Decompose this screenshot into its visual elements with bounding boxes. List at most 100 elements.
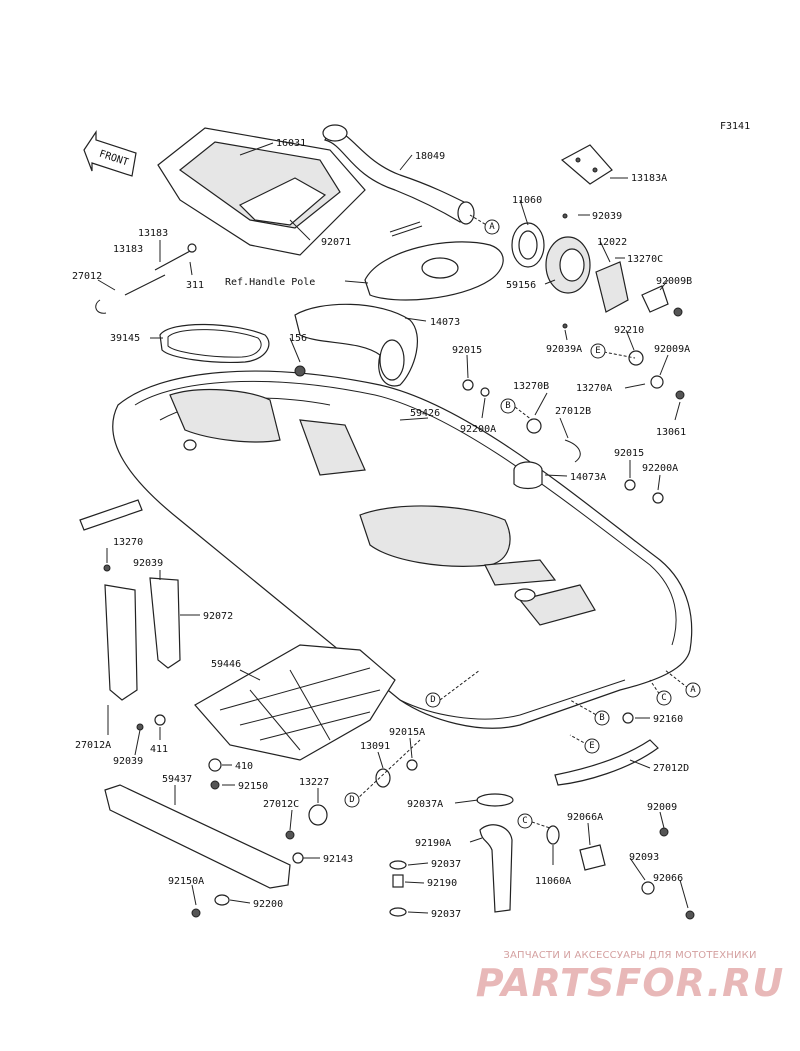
figure-code: F3141 xyxy=(720,121,751,132)
label-92071: 92071 xyxy=(321,237,351,248)
bracket-92066a xyxy=(579,844,606,871)
label-13270c: 13270C xyxy=(627,254,663,265)
part-labels: 16031 18049 13183A 11060 92039 12022 132… xyxy=(72,138,692,920)
callout-e-hull: E xyxy=(584,738,600,754)
label-13183-a: 13183 xyxy=(138,228,168,239)
hardware-parts xyxy=(103,213,685,918)
cap-14073a xyxy=(513,461,543,490)
watermark: ЗАПЧАСТИ И АКСЕССУАРЫ ДЛЯ МОТОТЕХНИКИ PA… xyxy=(470,950,790,1005)
cap-housing xyxy=(545,236,591,294)
callout-c-bottom: C xyxy=(517,813,533,829)
hose-27012d xyxy=(554,739,659,786)
label-13270b: 13270B xyxy=(513,381,549,392)
label-11060: 11060 xyxy=(512,195,542,206)
hose-92190a xyxy=(479,824,513,913)
callout-b-top: B xyxy=(500,398,516,414)
label-411: 411 xyxy=(150,744,168,755)
label-92039-bottom: 92039 xyxy=(113,756,143,767)
storage-tray xyxy=(157,127,366,256)
label-13091: 13091 xyxy=(360,741,390,752)
label-92037-a: 92037 xyxy=(431,859,461,870)
callout-e-top: E xyxy=(590,343,606,359)
svg-text:B: B xyxy=(505,401,510,411)
hull-body xyxy=(112,370,693,729)
label-59446: 59446 xyxy=(211,659,241,670)
plate-13270 xyxy=(79,499,143,531)
callout-a-top: A xyxy=(484,219,500,235)
label-92037a: 92037A xyxy=(407,799,443,810)
watermark-logo: PARTSFOR.RU xyxy=(475,961,785,1005)
gasket-ring xyxy=(511,222,545,268)
label-92039-top: 92039 xyxy=(592,211,622,222)
label-59437: 59437 xyxy=(162,774,192,785)
label-27012a: 27012A xyxy=(75,740,111,751)
label-92066: 92066 xyxy=(653,873,683,884)
label-92210: 92210 xyxy=(614,325,644,336)
svg-text:C: C xyxy=(661,693,666,703)
label-92009: 92009 xyxy=(647,802,677,813)
label-92009a: 92009A xyxy=(654,344,690,355)
clamp-92037a xyxy=(476,793,514,807)
svg-text:A: A xyxy=(489,222,495,232)
label-92072: 92072 xyxy=(203,611,233,622)
ring-11060a xyxy=(546,825,560,845)
label-13061: 13061 xyxy=(656,427,686,438)
label-ref-handle-pole: Ref.Handle Pole xyxy=(225,277,315,288)
label-18049: 18049 xyxy=(415,151,445,162)
svg-text:E: E xyxy=(589,741,594,751)
intake-grate xyxy=(194,644,396,761)
label-92015-a: 92015 xyxy=(452,345,482,356)
label-92160: 92160 xyxy=(653,714,683,725)
label-410: 410 xyxy=(235,761,253,772)
label-92015-b: 92015 xyxy=(614,448,644,459)
label-13183a: 13183A xyxy=(631,173,667,184)
label-92009b: 92009B xyxy=(656,276,692,287)
label-27012d: 27012D xyxy=(653,763,689,774)
label-92200a-a: 92200A xyxy=(460,424,496,435)
svg-text:B: B xyxy=(599,713,604,723)
label-14073: 14073 xyxy=(430,317,460,328)
label-59156: 59156 xyxy=(506,280,536,291)
callout-b-hull: B xyxy=(594,710,610,726)
label-39145: 39145 xyxy=(110,333,140,344)
label-156: 156 xyxy=(289,333,307,344)
duct-hose xyxy=(322,124,475,225)
label-311: 311 xyxy=(186,280,204,291)
label-92039a: 92039A xyxy=(546,344,582,355)
svg-text:C: C xyxy=(522,816,527,826)
label-92190a: 92190A xyxy=(415,838,451,849)
label-13270: 13270 xyxy=(113,537,143,548)
label-92200a-b: 92200A xyxy=(642,463,678,474)
label-92200: 92200 xyxy=(253,899,283,910)
label-14073a: 14073A xyxy=(570,472,606,483)
label-13227: 13227 xyxy=(299,777,329,788)
label-92037-b: 92037 xyxy=(431,909,461,920)
watermark-caption: ЗАПЧАСТИ И АКСЕССУАРЫ ДЛЯ МОТОТЕХНИКИ xyxy=(503,950,757,961)
callout-c-hull: C xyxy=(656,690,672,706)
label-27012b: 27012B xyxy=(555,406,591,417)
label-92093: 92093 xyxy=(629,852,659,863)
strap-92072 xyxy=(104,577,181,701)
label-16031: 16031 xyxy=(276,138,306,149)
svg-text:D: D xyxy=(430,695,435,705)
label-92015a: 92015A xyxy=(389,727,425,738)
callout-d-hull: D xyxy=(425,692,441,708)
bracket-13183a xyxy=(560,144,613,185)
label-13183-b: 13183 xyxy=(113,244,143,255)
intake-duct xyxy=(294,303,419,387)
label-27012c: 27012C xyxy=(263,799,299,810)
label-12022: 12022 xyxy=(597,237,627,248)
label-92143: 92143 xyxy=(323,854,353,865)
label-92190: 92190 xyxy=(427,878,457,889)
plate-12022 xyxy=(595,261,629,313)
label-13270a: 13270A xyxy=(576,383,612,394)
strap-13183 xyxy=(95,243,197,314)
callout-a-hull: A xyxy=(685,682,701,698)
label-92066a: 92066A xyxy=(567,812,603,823)
clip-92009b xyxy=(641,285,669,313)
label-92150: 92150 xyxy=(238,781,268,792)
label-59426: 59426 xyxy=(410,408,440,419)
callout-d-bottom: D xyxy=(344,792,360,808)
label-11060a: 11060A xyxy=(535,876,571,887)
